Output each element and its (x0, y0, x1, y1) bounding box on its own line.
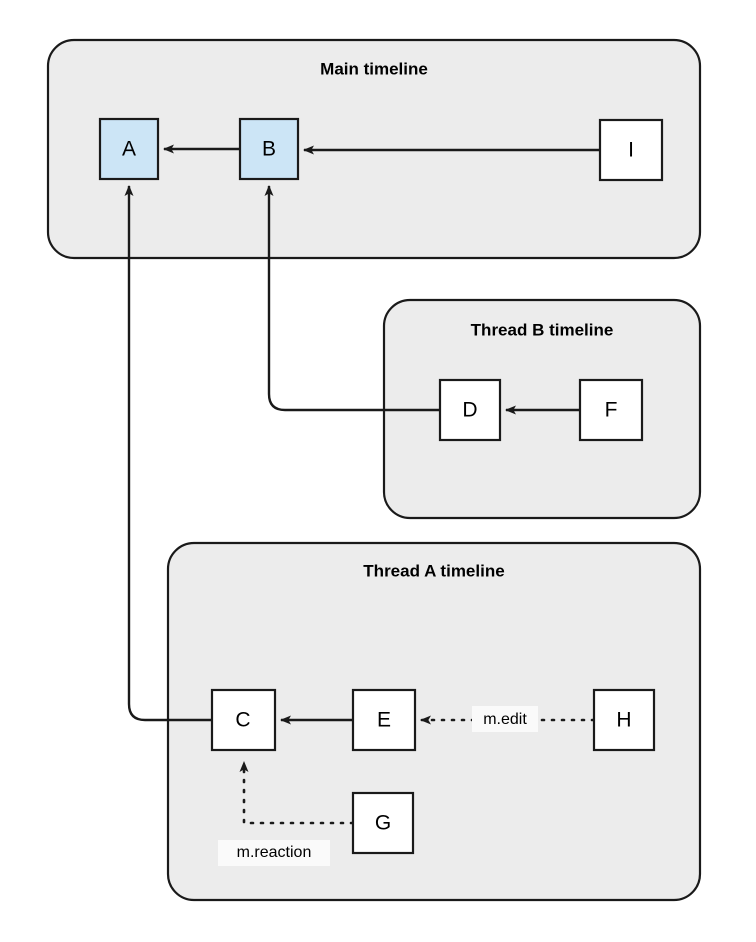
node-c-label: C (235, 709, 250, 732)
edge-g-to-c (239, 760, 355, 825)
node-a[interactable]: A (98, 117, 160, 181)
edge-label-m-edit: m.edit (472, 706, 538, 732)
node-d-box[interactable] (438, 378, 502, 442)
node-e[interactable]: E (351, 688, 417, 752)
node-h-label: H (616, 709, 631, 732)
node-g-label: G (375, 812, 391, 835)
m-reaction-label-text: m.reaction (237, 844, 312, 861)
m-edit-label-backdrop (472, 706, 538, 732)
node-i-label: I (628, 139, 634, 162)
node-a-label: A (122, 138, 136, 161)
node-e-label: E (377, 709, 391, 732)
node-f-box[interactable] (578, 378, 644, 442)
node-c-box[interactable] (210, 688, 277, 752)
node-f-label: F (605, 399, 618, 422)
node-i[interactable]: I (598, 118, 664, 182)
node-b-label: B (262, 138, 276, 161)
group-thread-b-timeline-title: Thread B timeline (471, 320, 614, 339)
node-f[interactable]: F (578, 378, 644, 442)
node-h[interactable]: H (592, 688, 656, 752)
edge-d-to-b (264, 185, 440, 412)
m-reaction-label-backdrop (218, 840, 330, 866)
group-thread-a-timeline-title: Thread A timeline (363, 561, 504, 580)
group-thread-a-timeline-box (166, 541, 702, 902)
node-i-box[interactable] (598, 118, 664, 182)
node-b-box[interactable] (238, 117, 300, 181)
node-h-box[interactable] (592, 688, 656, 752)
node-g[interactable]: G (351, 791, 415, 855)
node-c[interactable]: C (210, 688, 277, 752)
group-thread-a-timeline: Thread A timeline (166, 541, 702, 902)
node-a-box[interactable] (98, 117, 160, 181)
node-e-box[interactable] (351, 688, 417, 752)
node-g-box[interactable] (351, 791, 415, 855)
m-edit-label-text: m.edit (483, 711, 527, 728)
node-b[interactable]: B (238, 117, 300, 181)
edge-c-to-a (124, 185, 212, 722)
node-d[interactable]: D (438, 378, 502, 442)
node-d-label: D (462, 399, 477, 422)
edge-label-m-reaction: m.reaction (218, 840, 330, 866)
group-main-timeline-title: Main timeline (320, 59, 428, 78)
